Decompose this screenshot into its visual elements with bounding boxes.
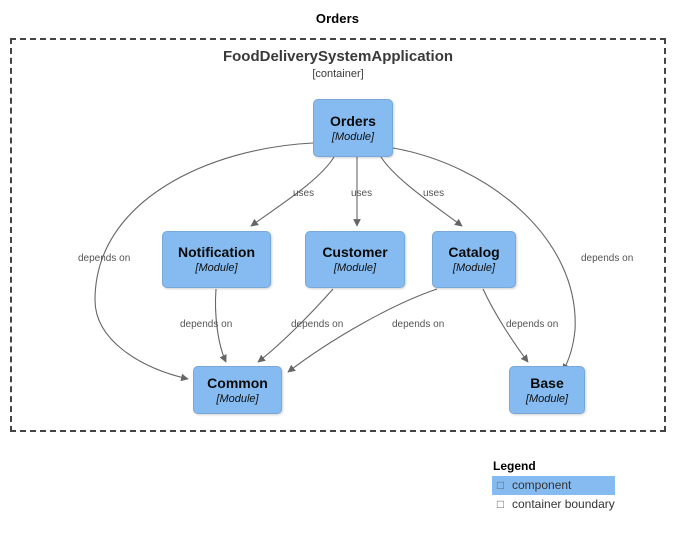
edge-orders-catalog [380,156,463,227]
page-title: Orders [315,11,360,26]
edge-orders-base [392,147,576,372]
legend: Legend □ component □ container boundary [492,459,615,514]
legend-title: Legend [493,459,536,473]
edge-orders-notification [250,156,335,227]
node-type: [Module] [331,130,375,143]
node-type: [Module] [525,392,569,405]
node-label: Base [530,374,564,391]
square-outline-icon: □ [496,478,505,492]
legend-item-label: container boundary [512,497,615,511]
legend-item-container-boundary[interactable]: □ container boundary [492,495,615,514]
node-label: Common [207,374,268,391]
node-notification[interactable]: Notification [Module] [162,231,271,288]
edge-catalog-common [287,288,438,373]
node-label: Orders [330,112,376,129]
node-base[interactable]: Base [Module] [509,366,585,414]
node-label: Notification [178,244,255,260]
edge-label-notification-common: depends on [180,319,233,330]
edge-notification-common [214,288,227,363]
edge-catalog-base [482,288,529,363]
node-common[interactable]: Common [Module] [193,366,282,414]
legend-item-component[interactable]: □ component [492,476,615,495]
legend-item-label: component [512,478,572,492]
node-type: [Module] [452,262,496,274]
container-label: FoodDeliverySystemApplication [222,48,454,65]
edge-customer-common [257,288,334,363]
square-outline-icon: □ [496,497,505,511]
node-orders[interactable]: Orders [Module] [313,99,393,157]
node-label: Catalog [448,244,500,260]
node-label: Customer [322,244,388,260]
node-type: [Module] [216,392,259,405]
node-type: [Module] [195,262,238,274]
edge-label-catalog-base: depends on [506,319,559,330]
container-sublabel: [container] [312,68,364,80]
node-type: [Module] [333,262,377,274]
edge-label-customer-common: depends on [291,319,344,330]
edge-label-catalog-common: depends on [392,319,445,330]
edge-label-orders-common: depends on [78,253,131,264]
container-boundary [10,38,666,432]
node-customer[interactable]: Customer [Module] [305,231,405,288]
edge-label-orders-base: depends on [581,253,634,264]
edge-label-orders-customer: uses [351,188,373,199]
node-catalog[interactable]: Catalog [Module] [432,231,516,288]
edge-orders-common [94,142,314,382]
edge-label-orders-catalog: uses [423,188,445,199]
edge-label-orders-notification: uses [293,188,315,199]
